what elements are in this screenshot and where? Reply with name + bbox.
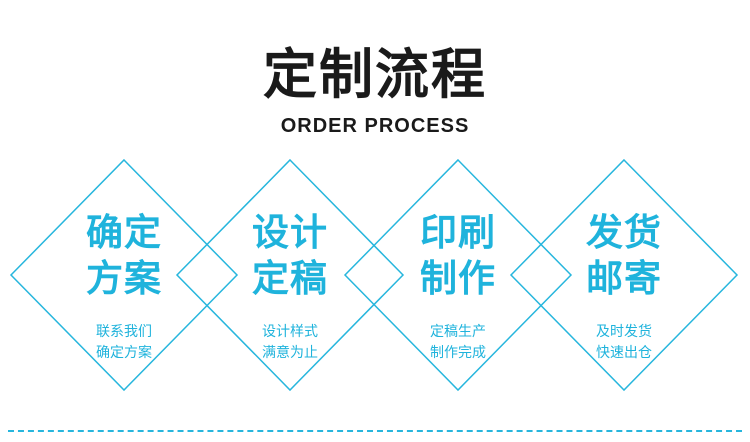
- step-3-title-line-2: 制作: [420, 257, 496, 300]
- diamond-outline-4: [509, 158, 739, 392]
- step-2-desc-line-1: 设计样式: [262, 324, 318, 340]
- step-3-title-line-1: 印刷: [420, 211, 496, 254]
- step-4-desc-line-2: 快速出仓: [596, 345, 652, 361]
- step-2-title-line-1: 设计: [252, 211, 328, 254]
- step-4: 发货 邮寄 及时发货 快速出仓: [549, 210, 699, 364]
- step-3: 印刷 制作 定稿生产 制作完成: [383, 210, 533, 364]
- page-title: 定制流程: [263, 43, 487, 106]
- step-2-desc-line-2: 满意为止: [262, 345, 318, 361]
- step-2-title-line-2: 定稿: [252, 257, 328, 300]
- dashed-divider: [8, 430, 742, 432]
- step-4-title-line-2: 邮寄: [586, 257, 662, 300]
- step-1-desc-line-2: 确定方案: [96, 345, 152, 361]
- page-subtitle: ORDER PROCESS: [280, 115, 470, 137]
- step-4-desc-line-1: 及时发货: [596, 324, 652, 340]
- diamond-outline-1: [9, 158, 239, 392]
- step-1-title-line-1: 确定: [86, 211, 162, 254]
- step-4-title-line-1: 发货: [586, 211, 662, 254]
- step-1-title-line-2: 方案: [86, 257, 162, 300]
- diamond-outline-2: [175, 158, 405, 392]
- step-3-desc-line-1: 定稿生产: [430, 324, 486, 340]
- step-1-desc-line-1: 联系我们: [96, 324, 152, 340]
- step-1: 确定 方案 联系我们 确定方案: [49, 210, 199, 364]
- diamond-outline-3: [343, 158, 573, 392]
- step-3-desc-line-2: 制作完成: [430, 345, 486, 361]
- step-2: 设计 定稿 设计样式 满意为止: [215, 210, 365, 364]
